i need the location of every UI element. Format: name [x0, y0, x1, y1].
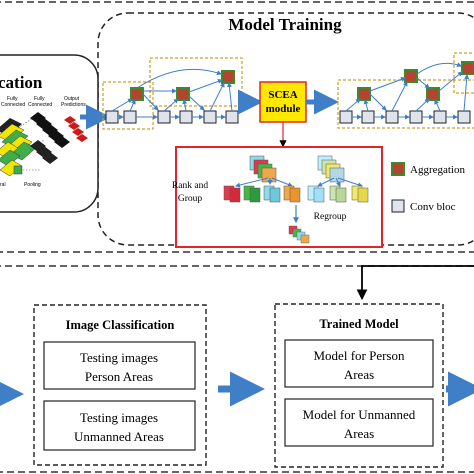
- testing-person-box: [43, 341, 196, 390]
- legend-aggregation-label: Aggregation: [410, 164, 465, 176]
- aggregation-node: [176, 87, 190, 101]
- rank-label-line2: Group: [178, 194, 203, 204]
- fc2-label-line2: Connected: [28, 102, 52, 108]
- top-section-frame: [0, 1, 474, 253]
- feature-cubes-row: [223, 185, 369, 203]
- fc2-label-line1: Fully: [34, 96, 45, 102]
- model-unmanned-line2: Areas: [344, 426, 374, 441]
- aggregation-node: [130, 87, 144, 101]
- cnn-labels: Fully Connected Fully Connected Output P…: [0, 96, 86, 188]
- conv-block: [203, 110, 217, 124]
- scea-label-line1: SCEA: [268, 89, 297, 101]
- image-classification-panel: [33, 304, 207, 466]
- testing-unmanned-line1: Testing images: [80, 410, 158, 425]
- aggregation-node: [461, 61, 474, 75]
- model-chain-right: [337, 52, 474, 129]
- feedback-arrow: [356, 265, 474, 301]
- pool-label-left: ral: [0, 182, 6, 188]
- conv-block: [123, 110, 137, 124]
- scea-module: [259, 81, 307, 123]
- cube-connectors: [235, 177, 363, 188]
- model-person-box: [284, 339, 434, 388]
- aggregation-node: [221, 70, 235, 84]
- gold-dashed-box-2: [149, 57, 243, 107]
- cnn-feature-maps: [0, 112, 88, 177]
- model-chain-left: [102, 57, 243, 130]
- conv-block: [339, 110, 353, 124]
- model-person-line1: Model for Person: [314, 348, 405, 363]
- regroup-label: Regroup: [314, 212, 347, 222]
- legend-conv-swatch: [391, 199, 405, 213]
- trained-model-panel: [274, 303, 444, 468]
- aggregation-node: [426, 87, 440, 101]
- gold-dashed-box-4: [453, 52, 474, 94]
- bottom-section-frame: [0, 265, 474, 473]
- testing-unmanned-box: [43, 400, 196, 451]
- chain-connectors-left: [111, 68, 233, 120]
- conv-block: [179, 110, 193, 124]
- legend-aggregation-swatch: [391, 162, 405, 176]
- aggregation-node: [404, 69, 418, 83]
- pool-label: Pooling: [24, 182, 41, 188]
- output-label-line1: Output: [64, 96, 80, 102]
- model-training-title: Model Training: [228, 15, 342, 34]
- conv-block: [385, 110, 399, 124]
- regrouped-cube: [288, 225, 310, 244]
- rank-label-line1: Rank and: [172, 181, 208, 191]
- scea-label-line2: module: [266, 103, 301, 115]
- output-predictions: [64, 116, 88, 142]
- conv-block: [157, 110, 171, 124]
- conv-block: [361, 110, 375, 124]
- testing-person-line1: Testing images: [80, 350, 158, 365]
- gold-dashed-box-1: [102, 81, 154, 130]
- model-person-line2: Areas: [344, 367, 374, 382]
- chain-connectors-right: [345, 62, 470, 120]
- conv-stack-left: [0, 118, 37, 177]
- conv-block: [409, 110, 423, 124]
- feature-cubes-top: [249, 155, 345, 183]
- conv-block: [105, 110, 119, 124]
- legend-conv-label: Conv bloc: [410, 201, 456, 213]
- conv-block: [457, 110, 471, 124]
- conv-block: [433, 110, 447, 124]
- fc-stack-2: [30, 140, 58, 164]
- model-unmanned-line1: Model for Unmanned: [303, 407, 416, 422]
- fc-stack-1: [30, 112, 70, 148]
- testing-person-line2: Person Areas: [85, 369, 153, 384]
- fc1-label-line1: Fully: [7, 96, 18, 102]
- aggregation-node: [357, 87, 371, 101]
- model-unmanned-box: [284, 398, 434, 447]
- output-label-line2: Predictions: [61, 102, 86, 108]
- testing-unmanned-line2: Unmanned Areas: [74, 429, 164, 444]
- fc1-label-line2: Connected: [1, 102, 25, 108]
- legend: Aggregation Conv bloc: [391, 162, 465, 213]
- conv-block: [225, 110, 239, 124]
- trained-model-title: Trained Model: [319, 317, 399, 331]
- image-classification-title: Image Classification: [66, 318, 175, 332]
- classification-title: cation: [0, 73, 43, 92]
